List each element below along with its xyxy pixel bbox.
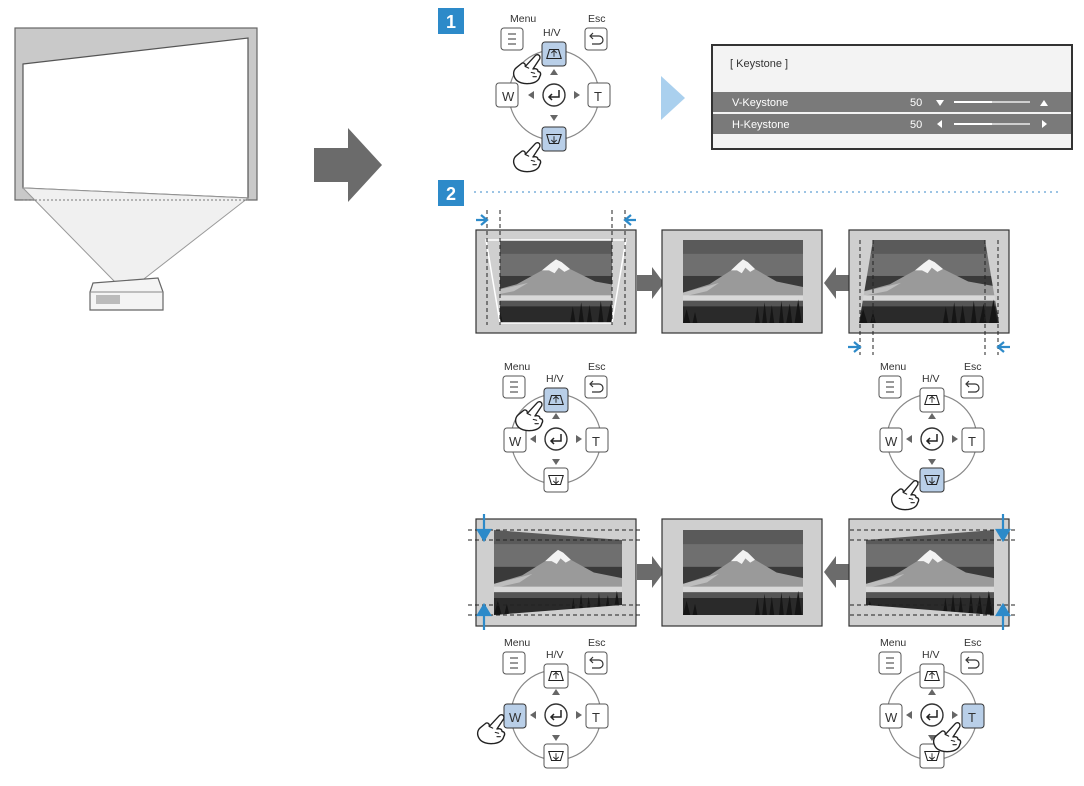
t-button[interactable] — [587, 82, 611, 108]
menu-label: Menu — [510, 13, 536, 25]
hand-icon — [890, 480, 920, 511]
t-label: T — [592, 434, 600, 449]
keystone-menu-title: [ Keystone ] — [730, 58, 788, 70]
w-button[interactable] — [879, 703, 903, 729]
t-button[interactable] — [961, 427, 985, 453]
hv-label: H/V — [546, 649, 564, 661]
w-label: W — [509, 710, 522, 725]
return-icon — [965, 380, 980, 393]
esc-button[interactable] — [584, 27, 608, 51]
triangle-down-icon[interactable] — [936, 100, 944, 106]
step-number-badge — [438, 180, 464, 206]
hand-icon — [476, 714, 506, 745]
w-button[interactable] — [495, 82, 519, 108]
hv-label: H/V — [922, 373, 940, 385]
arrow-right-icon — [476, 214, 489, 226]
remote-control-w: Menu Esc H/V W T — [476, 637, 609, 769]
projector — [89, 277, 164, 311]
menu-icon — [510, 657, 518, 669]
return-icon — [589, 656, 604, 669]
w-button[interactable] — [503, 427, 527, 453]
right-arrow — [637, 556, 664, 588]
esc-label: Esc — [588, 13, 606, 25]
esc-button[interactable] — [960, 651, 984, 675]
h-keystone-row[interactable] — [713, 114, 1071, 134]
arrow-down-icon — [476, 514, 492, 543]
arrow-up-icon — [476, 602, 492, 630]
return-icon — [965, 656, 980, 669]
menu-icon — [510, 381, 518, 393]
screen-corrected-row1 — [661, 229, 823, 334]
w-label: W — [885, 434, 898, 449]
projector-illustration — [14, 27, 258, 311]
return-icon — [589, 32, 604, 45]
step-number: 1 — [446, 12, 456, 32]
t-label: T — [968, 434, 976, 449]
return-icon — [589, 380, 604, 393]
esc-button[interactable] — [960, 375, 984, 399]
screen-before-top-wide — [475, 210, 637, 334]
arrow-down-icon — [995, 514, 1011, 543]
menu-label: Menu — [504, 637, 530, 649]
menu-label: Menu — [504, 361, 530, 373]
right-arrow-large — [314, 128, 382, 202]
t-button[interactable] — [961, 703, 985, 729]
menu-icon — [886, 381, 894, 393]
hv-label: H/V — [546, 373, 564, 385]
arrow-left-icon — [623, 214, 636, 226]
t-button[interactable] — [585, 427, 609, 453]
hand-icon — [512, 142, 542, 173]
esc-button[interactable] — [584, 651, 608, 675]
esc-label: Esc — [588, 637, 606, 649]
esc-label: Esc — [588, 361, 606, 373]
hv-label: H/V — [922, 649, 940, 661]
remote-control-t: Menu Esc H/V W T — [878, 637, 985, 769]
arrow-left-icon — [996, 341, 1010, 353]
step-2: 2 — [438, 180, 1062, 206]
t-label: T — [592, 710, 600, 725]
screen-before-bottom-wide — [848, 229, 1010, 355]
left-arrow — [824, 267, 851, 299]
keystone-menu: [ Keystone ] V-Keystone 50 H-Keystone 50 — [711, 44, 1073, 150]
remote-control-step1: Menu Esc H/V W T — [495, 13, 611, 173]
w-label: W — [509, 434, 522, 449]
step-number-badge — [438, 8, 464, 34]
t-label: T — [968, 710, 976, 725]
chevron-right-icon — [661, 76, 685, 120]
v-keystone-value: 50 — [910, 97, 922, 109]
triangle-right-icon[interactable] — [1042, 120, 1047, 128]
hv-label: H/V — [543, 27, 561, 39]
menu-label: Menu — [880, 637, 906, 649]
v-keystone-row[interactable] — [713, 92, 1071, 112]
remote-control-up: Menu Esc H/V W T — [502, 361, 609, 493]
screen-before-left-tall — [848, 514, 1016, 630]
right-arrow — [637, 267, 664, 299]
arrow-up-icon — [995, 602, 1011, 630]
w-label: W — [502, 89, 515, 104]
step-number: 2 — [446, 184, 456, 204]
screen-before-right-tall — [468, 514, 640, 630]
t-label: T — [594, 89, 602, 104]
esc-label: Esc — [964, 361, 982, 373]
esc-label: Esc — [964, 637, 982, 649]
menu-icon — [508, 33, 516, 45]
distorted-image — [22, 37, 249, 199]
left-arrow — [824, 556, 851, 588]
arrow-right-icon — [848, 341, 862, 353]
v-keystone-label: V-Keystone — [732, 97, 788, 109]
remote-control-down: Menu Esc H/V W T — [878, 361, 985, 511]
w-button[interactable] — [879, 427, 903, 453]
w-label: W — [885, 710, 898, 725]
h-keystone-label: H-Keystone — [732, 119, 789, 131]
h-keystone-value: 50 — [910, 119, 922, 131]
menu-icon — [886, 657, 894, 669]
esc-button[interactable] — [584, 375, 608, 399]
triangle-left-icon[interactable] — [937, 120, 942, 128]
step-1: 1 — [438, 8, 464, 34]
menu-label: Menu — [880, 361, 906, 373]
triangle-up-icon[interactable] — [1040, 100, 1048, 106]
screen-corrected-row2 — [661, 518, 823, 627]
t-button[interactable] — [585, 703, 609, 729]
